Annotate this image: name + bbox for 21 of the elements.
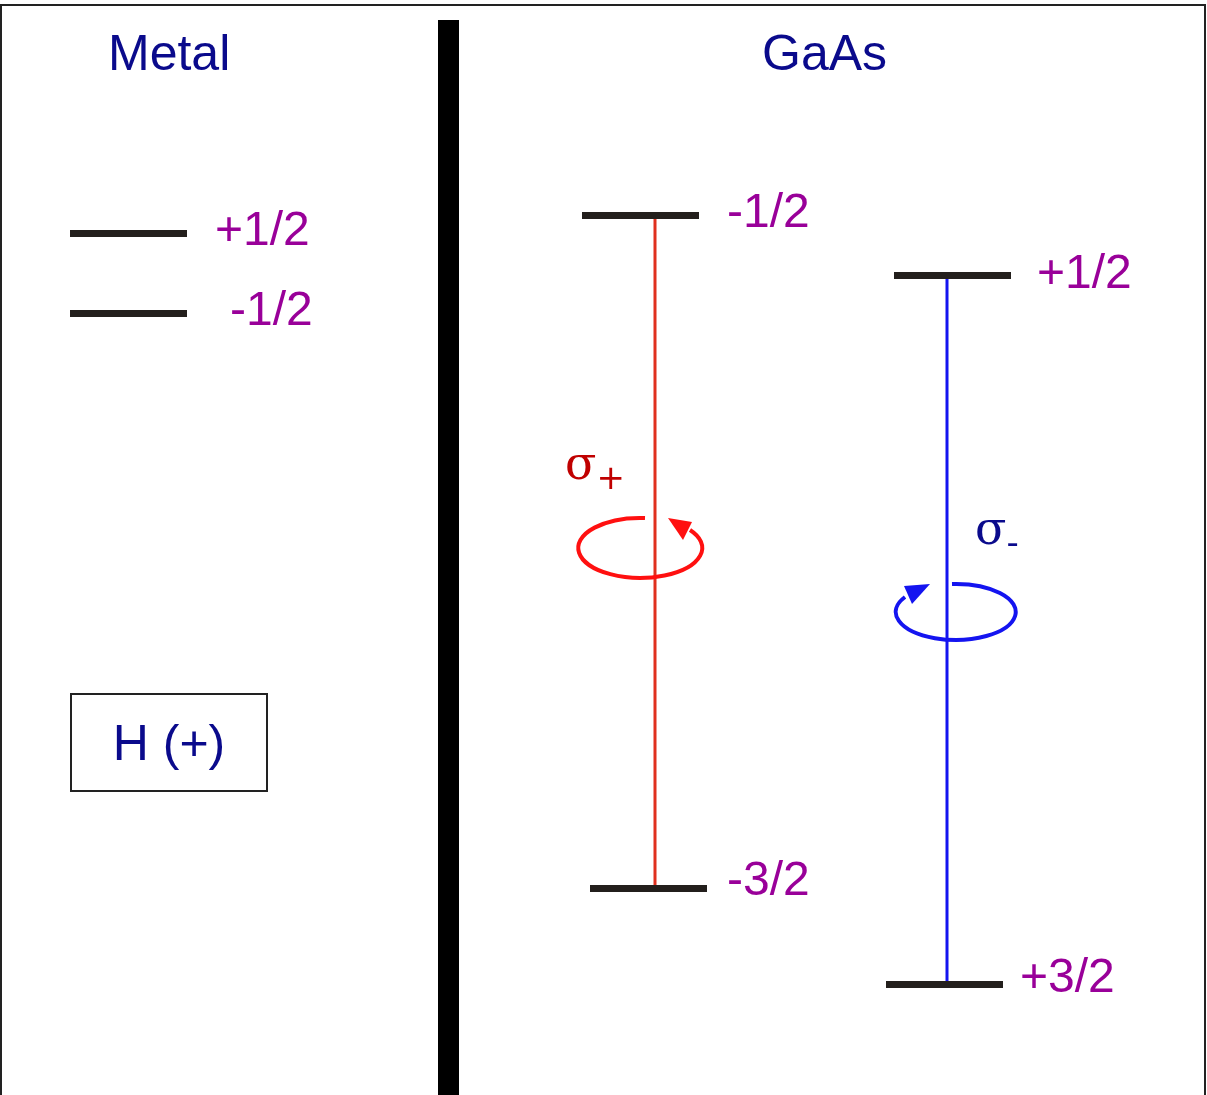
panel-heading: GaAs [762,28,888,78]
transition-line [653,219,657,885]
level-label: +1/2 [215,205,310,253]
level-label: +1/2 [1037,248,1132,296]
energy-level-bar [70,310,187,317]
level-label: -1/2 [727,187,810,235]
energy-level-bar [582,212,699,219]
energy-level-bar [70,230,187,237]
interface-wall [438,20,459,1095]
edge-label: σ$_{-}$ [975,505,1019,560]
level-label: -1/2 [230,285,313,333]
transition-line [945,279,949,981]
energy-level-bar [886,981,1003,988]
level-label: -3/2 [727,855,810,903]
energy-level-bar [894,272,1011,279]
box-text: H (+) [112,713,226,772]
energy-level-bar [590,885,707,892]
level-box [70,693,268,792]
edge-label: σ$_{+}$ [565,440,625,495]
panel-heading: Metal [108,28,231,78]
level-label: +3/2 [1020,952,1115,1000]
